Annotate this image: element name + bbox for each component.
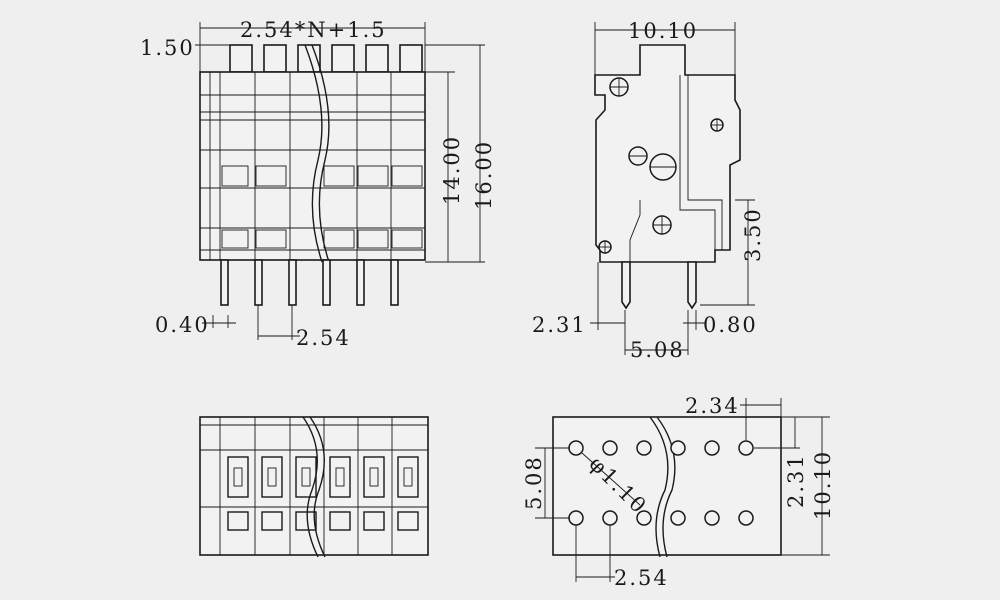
footprint-holes — [568, 440, 754, 526]
side-depth-label: 10.10 — [628, 19, 698, 43]
front-height-16-label: 16.00 — [472, 140, 496, 210]
front-pins — [220, 259, 399, 306]
footprint-total-depth-label: 10.10 — [811, 450, 835, 520]
side-pin-offset-label: 2.31 — [532, 313, 587, 337]
front-width-formula-label: 2.54*N+1.5 — [240, 18, 387, 42]
side-pin-thickness-label: 0.80 — [703, 313, 758, 337]
footprint-view: 2.34 φ1.10 5.08 2.31 10.10 2.54 — [522, 394, 835, 590]
front-top-offset-label: 1.50 — [140, 36, 195, 60]
front-break-line — [304, 44, 323, 263]
front-view: 2.54*N+1.5 1.50 14.00 16.00 0.40 2.54 — [140, 18, 496, 350]
side-pin-height-label: 3.50 — [741, 207, 765, 262]
footprint-row-spacing-label: 5.08 — [522, 455, 546, 510]
footprint-row-offset-label: 2.31 — [784, 453, 808, 508]
front-windows — [221, 165, 423, 249]
footprint-pitch-label: 2.54 — [614, 566, 669, 590]
front-height-14-label: 14.00 — [440, 135, 464, 205]
footprint-body — [552, 416, 782, 556]
front-pin-width-label: 0.40 — [155, 313, 210, 337]
side-view: 10.10 3.50 2.31 0.80 5.08 — [532, 19, 765, 362]
footprint-edge-offset-label: 2.34 — [685, 394, 740, 418]
front-top-terminals — [229, 44, 423, 73]
top-view — [199, 416, 429, 558]
front-pitch-label: 2.54 — [296, 326, 351, 350]
side-pins — [621, 261, 697, 310]
side-body — [594, 44, 741, 263]
side-screws — [598, 77, 724, 254]
side-pin-spacing-label: 5.08 — [630, 338, 685, 362]
